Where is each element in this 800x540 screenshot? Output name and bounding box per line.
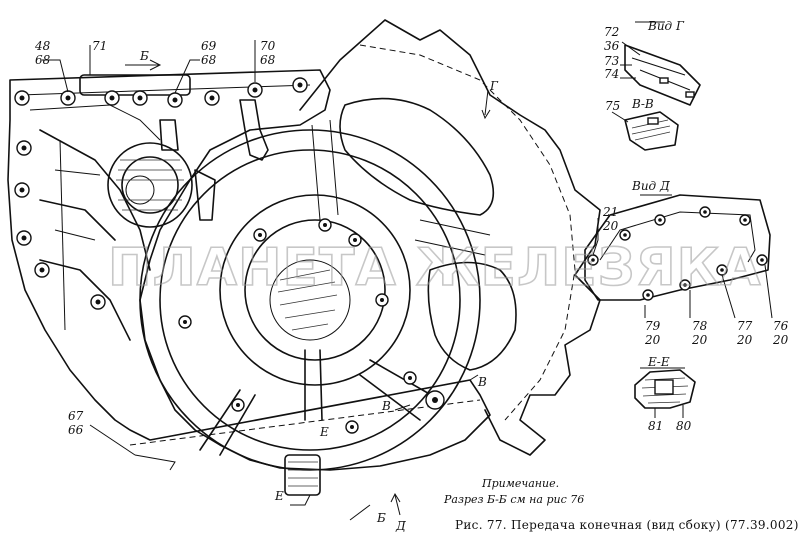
label-75: 75 [605,99,620,113]
housing-bolts [14,77,445,434]
label-68b: 68 [201,53,217,67]
label-69: 69 [201,39,217,53]
watermark: ПЛАНЕТА ЖЕЛЕЗЯКА [108,238,761,298]
figure-caption: Рис. 77. Передача конечная (вид сбоку) (… [455,518,799,532]
note-text: Разрез Б-Б см на рис 76 [443,493,584,506]
label-73: 73 [604,54,620,68]
label-v-mid: В [381,399,391,413]
label-70: 70 [260,39,276,53]
label-v-right: В [477,375,487,389]
note-title: Примечание. [481,477,559,490]
label-view-g: Вид Г [647,19,685,33]
label-20d: 20 [736,333,753,347]
label-20a: 20 [602,219,619,233]
label-74: 74 [604,67,619,81]
label-81: 81 [648,419,663,433]
gear-housing [7,69,491,496]
view-g-detail [611,21,701,151]
drawing-note: Примечание. Разрез Б-Б см на рис 76 [443,477,584,506]
label-79: 79 [645,319,661,333]
label-66: 66 [68,423,84,437]
label-section-ee: Е-Е [647,355,670,369]
view-d-detail [584,194,773,319]
label-d-bottom: Д [395,519,406,533]
label-20b: 20 [644,333,661,347]
leader-lines [42,40,491,521]
label-72: 72 [604,25,619,39]
label-g-arrow: Г [489,79,499,93]
label-21: 21 [602,205,618,219]
label-20c: 20 [691,333,708,347]
label-20e: 20 [772,333,789,347]
part-labels: 48 68 71 Б 69 68 70 68 Г Вид Г 72 36 73 … [34,19,789,533]
label-76: 76 [773,319,789,333]
label-68c: 68 [260,53,276,67]
label-77: 77 [737,319,753,333]
label-67: 67 [68,409,84,423]
label-e-mid: Е [319,425,329,439]
label-68a: 68 [35,53,51,67]
label-36: 36 [604,39,620,53]
label-48: 48 [34,39,51,53]
label-78: 78 [692,319,708,333]
label-71: 71 [92,39,107,53]
label-b-top: Б [139,49,149,63]
label-80: 80 [676,419,692,433]
label-section-bb: В-В [631,97,654,111]
section-e-e-detail [634,367,696,418]
label-view-d: Вид Д [631,179,670,193]
label-e-bottom: Е [274,489,284,503]
sprocket-wheel [299,19,601,456]
label-b-bottom: Б [376,511,386,525]
